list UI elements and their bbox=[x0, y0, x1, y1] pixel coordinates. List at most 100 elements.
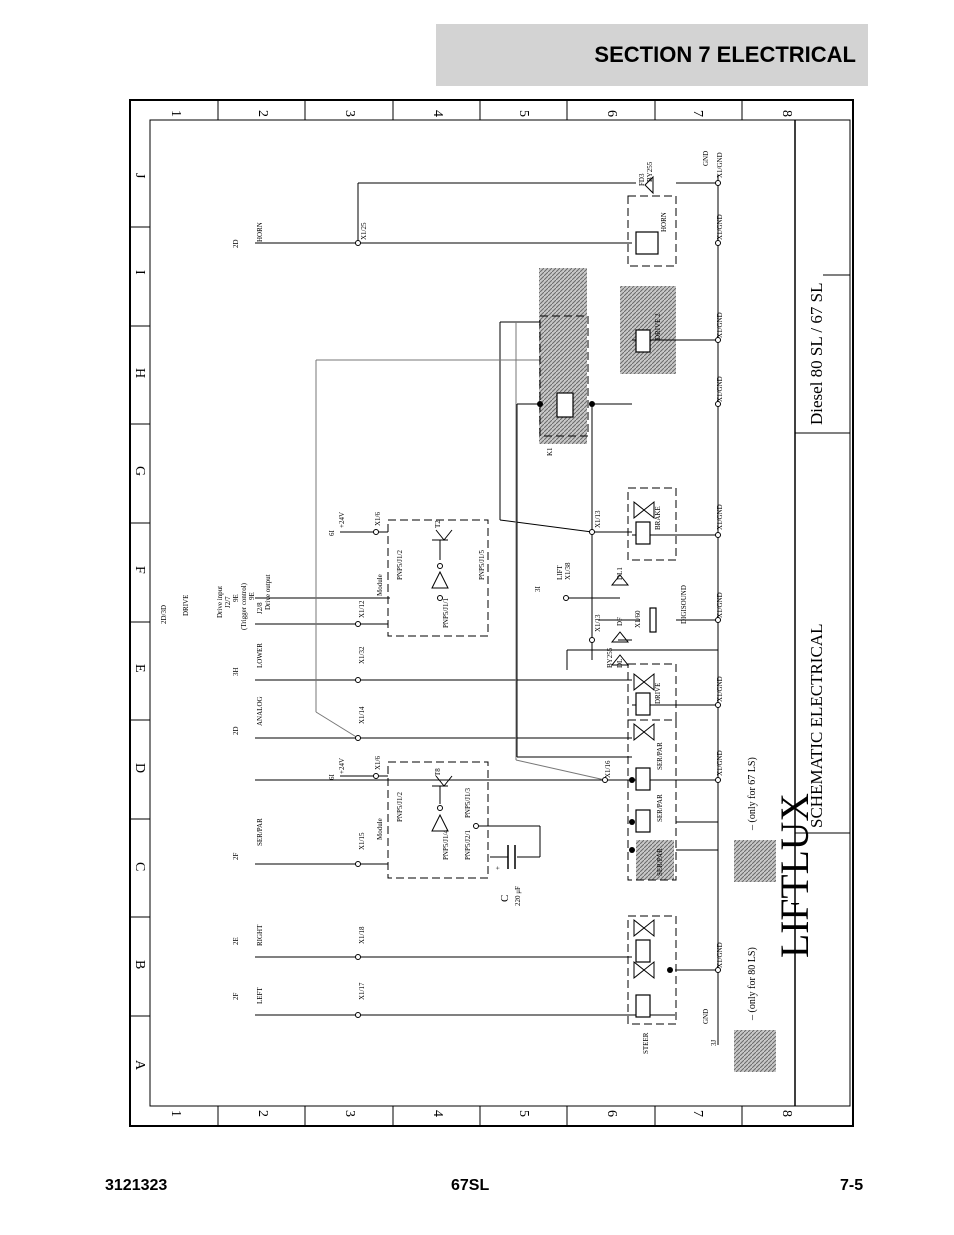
label-x1gnd-digi: X1/GND bbox=[716, 592, 724, 618]
label-by255-dl: BY255 bbox=[606, 647, 614, 668]
label-x1-6-top: X1/6 bbox=[374, 512, 382, 527]
label-module-top: Module bbox=[376, 574, 384, 596]
section-header: SECTION 7 ELECTRICAL bbox=[436, 24, 868, 86]
col-8-bottom: 8 bbox=[779, 1110, 794, 1117]
coil-steer-1 bbox=[635, 994, 651, 1018]
col-5-bottom: 5 bbox=[516, 1110, 531, 1117]
frame-inner bbox=[149, 119, 851, 1107]
module-pnp5-upper bbox=[387, 519, 489, 637]
label-x1gnd-horn: X1/GND bbox=[716, 214, 724, 240]
label-cap-c: C bbox=[499, 895, 511, 902]
col-3-bottom: 3 bbox=[342, 1110, 357, 1117]
brake-valve-box bbox=[627, 487, 677, 561]
label-analog: ANALOG bbox=[256, 696, 264, 726]
coil-serpar-1 bbox=[635, 809, 651, 833]
label-digisound: DIGISOUND bbox=[680, 585, 688, 624]
label-drive-valve: DRIVE bbox=[654, 683, 662, 704]
label-horn: HORN bbox=[660, 212, 668, 232]
label-x1gnd-brake: X1/GND bbox=[716, 504, 724, 530]
label-x1-16: X1/16 bbox=[604, 760, 612, 778]
row-j: J bbox=[132, 173, 147, 179]
label-x1-25: X1/25 bbox=[360, 222, 368, 240]
col-5-top: 5 bbox=[516, 110, 531, 117]
footer-doc-number: 3121323 bbox=[105, 1177, 168, 1194]
label-k1: K1 bbox=[546, 447, 554, 456]
row-d: D bbox=[132, 763, 147, 773]
label-dl: DL bbox=[616, 659, 624, 668]
label-trigger: (Trigger control) bbox=[240, 582, 248, 630]
schematic-title: SCHEMATIC ELECTRICAL bbox=[807, 624, 826, 828]
label-by255-fd3: BY255 bbox=[646, 161, 654, 182]
label-pnp-j21: PNP5/J2/1 bbox=[464, 830, 472, 860]
digisound-symbol bbox=[649, 607, 657, 633]
hatch-serpar-3 bbox=[636, 840, 674, 880]
hatch-relay-k1 bbox=[539, 268, 587, 444]
footer-page: 7-5 bbox=[840, 1177, 864, 1194]
label-x1-18: X1/18 bbox=[358, 926, 366, 944]
label-drive-output: Drive output bbox=[264, 574, 272, 610]
label-x1-13: X1/13 bbox=[594, 510, 602, 528]
label-t8: T8 bbox=[434, 768, 442, 776]
label-cap-plus: + bbox=[494, 866, 502, 870]
col-4-bottom: 4 bbox=[430, 1110, 445, 1117]
label-x1gnd-serpar: X1/GND bbox=[716, 750, 724, 776]
col-7-bottom: 7 bbox=[690, 1110, 705, 1117]
label-brake: BRAKE bbox=[654, 506, 662, 530]
label-x1gnd-drive: X1/GND bbox=[716, 676, 724, 702]
label-x1-60: X1/60 bbox=[634, 610, 642, 628]
section-title: SECTION 7 ELECTRICAL bbox=[594, 42, 856, 67]
label-3j: 3J bbox=[710, 1040, 718, 1047]
col-7-top: 7 bbox=[690, 110, 705, 117]
label-drive2: DRIVE 2 bbox=[654, 313, 662, 340]
relay-k1-box bbox=[539, 315, 589, 437]
label-9e: 9E bbox=[232, 594, 240, 602]
col-8-top: 8 bbox=[779, 110, 794, 117]
coil-k1 bbox=[556, 392, 574, 418]
label-t2: T2 bbox=[434, 520, 442, 528]
col-1-bottom: 1 bbox=[168, 1110, 183, 1117]
label-serpar-3: SER/PAR bbox=[656, 848, 664, 876]
label-j28: J2/8 bbox=[256, 602, 264, 614]
label-cap-val: 220 μF bbox=[514, 886, 522, 906]
label-serpar-1: SER/PAR bbox=[656, 794, 664, 822]
label-2d-analog: 2D bbox=[232, 726, 240, 735]
coil-drive2 bbox=[635, 329, 651, 353]
steer-valve-box bbox=[627, 915, 677, 1025]
row-i: I bbox=[132, 270, 147, 275]
label-lower: LOWER bbox=[256, 643, 264, 668]
drive-valve-box bbox=[627, 663, 677, 721]
label-x1gnd-top: X1/GND bbox=[716, 152, 724, 178]
coil-drive bbox=[635, 692, 651, 716]
label-x1-15: X1/15 bbox=[358, 832, 366, 850]
row-a: A bbox=[132, 1060, 147, 1071]
legend-swatch-67 bbox=[734, 840, 776, 882]
brand-liftlux: LIFTLUX bbox=[772, 793, 817, 958]
col-2-top: 2 bbox=[255, 110, 270, 117]
footer-model: 67SL bbox=[451, 1177, 490, 1194]
coil-brake bbox=[635, 521, 651, 545]
label-24v-bottom: +24V bbox=[338, 758, 346, 774]
label-9e-2: 9E bbox=[248, 592, 256, 600]
row-f: F bbox=[132, 566, 147, 574]
label-fd3: FD3 bbox=[638, 173, 646, 186]
label-6i-bottom: 6I bbox=[328, 774, 336, 781]
label-2f-serpar: 2F bbox=[232, 853, 240, 861]
label-24v-top: +24V bbox=[338, 512, 346, 528]
module-pnp5-lower bbox=[387, 761, 489, 879]
col-6-bottom: 6 bbox=[604, 1110, 619, 1117]
col-2-bottom: 2 bbox=[255, 1110, 270, 1117]
label-x1-6-bottom: X1/6 bbox=[374, 756, 382, 771]
legend-only-80: – (only for 80 LS) bbox=[747, 947, 758, 1021]
label-2d3d: 2D/3D bbox=[160, 605, 168, 624]
col-6-top: 6 bbox=[604, 110, 619, 117]
label-x1-17: X1/17 bbox=[358, 982, 366, 1000]
label-x1-14: X1/14 bbox=[358, 706, 366, 724]
label-x1-13-b: X1/13 bbox=[594, 614, 602, 632]
row-h: H bbox=[132, 368, 147, 378]
label-x1-12: X1/12 bbox=[358, 600, 366, 618]
label-x1-38: X1/38 bbox=[564, 562, 572, 580]
label-2d-horn: 2D bbox=[232, 239, 240, 248]
legend-swatch-80 bbox=[734, 1030, 776, 1072]
label-drive-signal: DRIVE bbox=[182, 595, 190, 616]
